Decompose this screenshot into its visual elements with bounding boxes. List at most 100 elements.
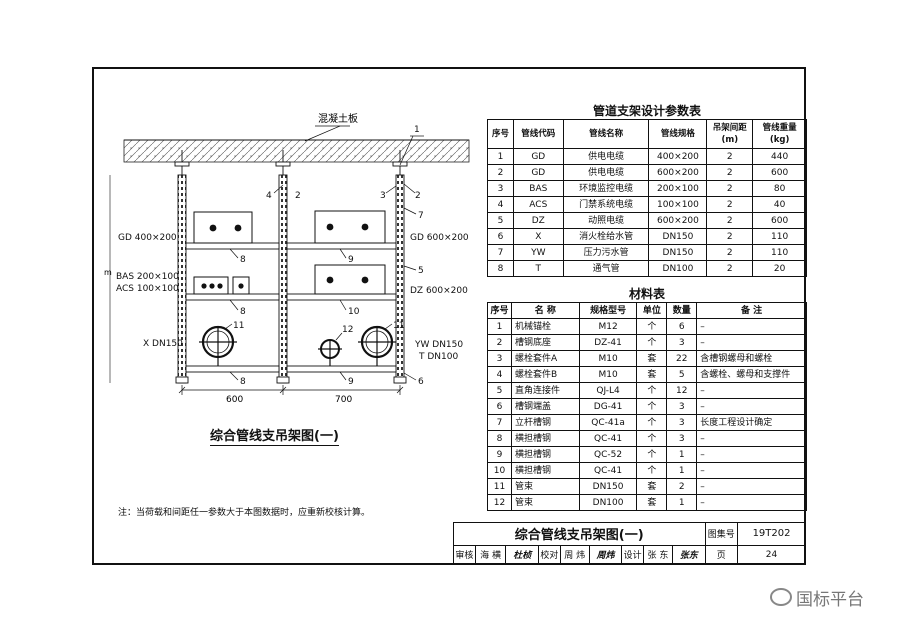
param_table-cell: BAS bbox=[512, 180, 564, 197]
page-number: 24 bbox=[737, 544, 806, 566]
material_table-cell: 6 bbox=[666, 318, 698, 335]
param_table-cell: 20 bbox=[752, 260, 807, 277]
material_table-cell: 横担槽钢 bbox=[510, 462, 580, 479]
material_table-cell: 套 bbox=[636, 350, 668, 367]
page-label: 页 bbox=[704, 544, 739, 566]
material_table-cell: QC-41a bbox=[578, 414, 638, 431]
param_table-cell: 消火栓给水管 bbox=[562, 228, 650, 245]
wechat-icon bbox=[770, 588, 792, 606]
param_table-cell: 600×200 bbox=[648, 212, 708, 229]
material_table-cell: 横担槽钢 bbox=[510, 430, 580, 447]
material_table-cell: – bbox=[696, 478, 807, 495]
material_table-cell: QC-52 bbox=[578, 446, 638, 463]
material_table-cell: 套 bbox=[636, 478, 668, 495]
material_table-cell: QJ-L4 bbox=[578, 382, 638, 399]
material-col-header: 名 称 bbox=[510, 302, 580, 319]
param_table-cell: 2 bbox=[706, 164, 754, 181]
material_table-cell: 22 bbox=[666, 350, 698, 367]
material-table-title: 材料表 bbox=[628, 287, 665, 301]
param-col-header: 管线规格 bbox=[648, 119, 708, 149]
param-col-header: 序号 bbox=[487, 119, 514, 149]
material_table-cell: – bbox=[696, 318, 807, 335]
callout-11a: 11 bbox=[233, 321, 244, 331]
param_table-cell: DZ bbox=[512, 212, 564, 229]
callout-2b: 2 bbox=[295, 191, 301, 201]
param_table-cell: 环境监控电缆 bbox=[562, 180, 650, 197]
label-t: T DN100 bbox=[418, 352, 458, 362]
callout-8a: 8 bbox=[240, 255, 246, 265]
watermark: 国标平台 bbox=[770, 585, 864, 610]
param_table-cell: YW bbox=[512, 244, 564, 261]
param-col-header: 管线名称 bbox=[562, 119, 650, 149]
param_table-cell: 供电电缆 bbox=[562, 164, 650, 181]
material_table-cell: – bbox=[696, 462, 807, 479]
material_table-cell: 管束 bbox=[510, 478, 580, 495]
dim-left: 600 bbox=[226, 395, 243, 405]
material_table-cell: 管束 bbox=[510, 494, 580, 511]
param_table-cell: DN150 bbox=[648, 228, 708, 245]
material_table-cell: 个 bbox=[636, 462, 668, 479]
param_table-cell: T bbox=[512, 260, 564, 277]
material_table-cell: DG-41 bbox=[578, 398, 638, 415]
param_table-cell: 压力污水管 bbox=[562, 244, 650, 261]
label-x: X DN150 bbox=[143, 339, 183, 349]
label-dz: DZ 600×200 bbox=[410, 286, 468, 296]
dim-right: 700 bbox=[335, 395, 352, 405]
param_table-cell: 2 bbox=[706, 228, 754, 245]
slab-label: 混凝土板 bbox=[318, 112, 358, 125]
atlas-number: 19T202 bbox=[737, 522, 806, 546]
reviewer-signature: 杜桢 bbox=[505, 544, 540, 566]
material_table-cell: – bbox=[696, 382, 807, 399]
param_table-cell: 2 bbox=[706, 212, 754, 229]
material-col-header: 备 注 bbox=[696, 302, 807, 319]
label-acs: ACS 100×100 bbox=[116, 284, 179, 294]
label-yw: YW DN150 bbox=[414, 340, 463, 350]
material_table-cell: 个 bbox=[636, 334, 668, 351]
material_table-cell: 3 bbox=[487, 350, 512, 367]
callout-2a: 2 bbox=[415, 191, 421, 201]
material_table-cell: 4 bbox=[487, 366, 512, 383]
callout-5: 5 bbox=[418, 266, 424, 276]
material_table-cell: 10 bbox=[487, 462, 512, 479]
material_table-cell: 5 bbox=[487, 382, 512, 399]
callout-9a: 9 bbox=[348, 255, 354, 265]
check-label: 校对 bbox=[538, 544, 561, 566]
cable-trays bbox=[193, 210, 386, 295]
param_table-cell: 2 bbox=[706, 196, 754, 213]
param_table-cell: 5 bbox=[487, 212, 514, 229]
param_table-cell: 4 bbox=[487, 196, 514, 213]
callout-10: 10 bbox=[348, 307, 360, 317]
material_table-cell: – bbox=[696, 430, 807, 447]
material_table-cell: – bbox=[696, 398, 807, 415]
callout-1: 1 bbox=[414, 125, 420, 135]
material_table-cell: 6 bbox=[487, 398, 512, 415]
param_table-cell: 600 bbox=[752, 212, 807, 229]
design-label: 设计 bbox=[621, 544, 644, 566]
param_table-cell: ACS bbox=[512, 196, 564, 213]
material_table-cell: DZ-41 bbox=[578, 334, 638, 351]
material_table-cell: 3 bbox=[666, 414, 698, 431]
label-gd-right: GD 600×200 bbox=[410, 233, 469, 243]
material_table-cell: – bbox=[696, 446, 807, 463]
material_table-cell: 螺栓套件A bbox=[510, 350, 580, 367]
material_table-cell: QC-41 bbox=[578, 462, 638, 479]
review-label: 审核 bbox=[453, 544, 476, 566]
material_table-cell: 2 bbox=[666, 478, 698, 495]
cable-dots bbox=[201, 223, 369, 289]
material_table-cell: 3 bbox=[666, 430, 698, 447]
callout-4: 4 bbox=[266, 191, 272, 201]
callout-6: 6 bbox=[418, 377, 424, 387]
designer-name: 张 东 bbox=[642, 544, 673, 566]
